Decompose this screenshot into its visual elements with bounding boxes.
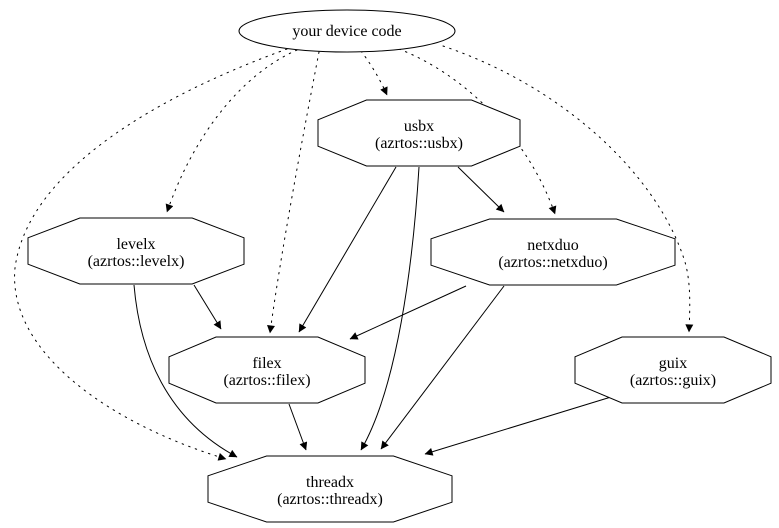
filex-octagon-shape <box>168 336 366 404</box>
edge-netxduo-filex <box>349 285 467 340</box>
netxduo-sublabel: (azrtos::netxduo) <box>498 254 607 271</box>
edge-netxduo-threadx <box>380 285 505 450</box>
node-guix: guix(azrtos::guix) <box>574 336 772 404</box>
edge-device-guix <box>442 45 694 333</box>
edge-usbx-filex <box>298 166 397 333</box>
node-filex: filex(azrtos::filex) <box>168 336 366 404</box>
edge-usbx-netxduo <box>457 166 505 213</box>
edge-device-usbx <box>360 50 388 96</box>
filex-label: filex <box>252 355 281 372</box>
edge-levelx-filex <box>193 284 222 330</box>
edges-layer <box>14 45 694 461</box>
levelx-octagon-shape <box>27 217 245 285</box>
edge-levelx-threadx <box>133 284 238 458</box>
edge-filex-threadx <box>288 403 308 451</box>
levelx-label: levelx <box>116 236 155 253</box>
edge-device-levelx <box>165 49 298 213</box>
threadx-octagon-shape <box>207 455 453 523</box>
threadx-label: threadx <box>306 474 354 491</box>
edge-device-netxduo <box>398 48 557 215</box>
edge-usbx-threadx <box>360 166 420 451</box>
guix-sublabel: (azrtos::guix) <box>630 372 716 389</box>
levelx-sublabel: (azrtos::levelx) <box>88 253 185 270</box>
guix-label: guix <box>659 355 687 372</box>
device-label: your device code <box>292 23 401 40</box>
node-threadx: threadx(azrtos::threadx) <box>207 455 453 523</box>
node-usbx: usbx(azrtos::usbx) <box>317 99 521 167</box>
usbx-octagon-shape <box>317 99 521 167</box>
device-ellipse-shape <box>238 9 456 53</box>
usbx-sublabel: (azrtos::usbx) <box>375 135 463 152</box>
edge-guix-threadx <box>424 396 612 456</box>
netxduo-octagon-shape <box>430 218 676 286</box>
edge-device-threadx <box>14 48 288 461</box>
threadx-sublabel: (azrtos::threadx) <box>277 491 383 508</box>
filex-sublabel: (azrtos::filex) <box>223 372 310 389</box>
edge-device-filex <box>267 51 320 334</box>
node-levelx: levelx(azrtos::levelx) <box>27 217 245 285</box>
netxduo-label: netxduo <box>527 237 579 254</box>
usbx-label: usbx <box>404 118 434 135</box>
node-netxduo: netxduo(azrtos::netxduo) <box>430 218 676 286</box>
node-device: your device code <box>238 9 456 53</box>
guix-octagon-shape <box>574 336 772 404</box>
nodes-layer: your device codeusbx(azrtos::usbx)levelx… <box>27 9 772 523</box>
